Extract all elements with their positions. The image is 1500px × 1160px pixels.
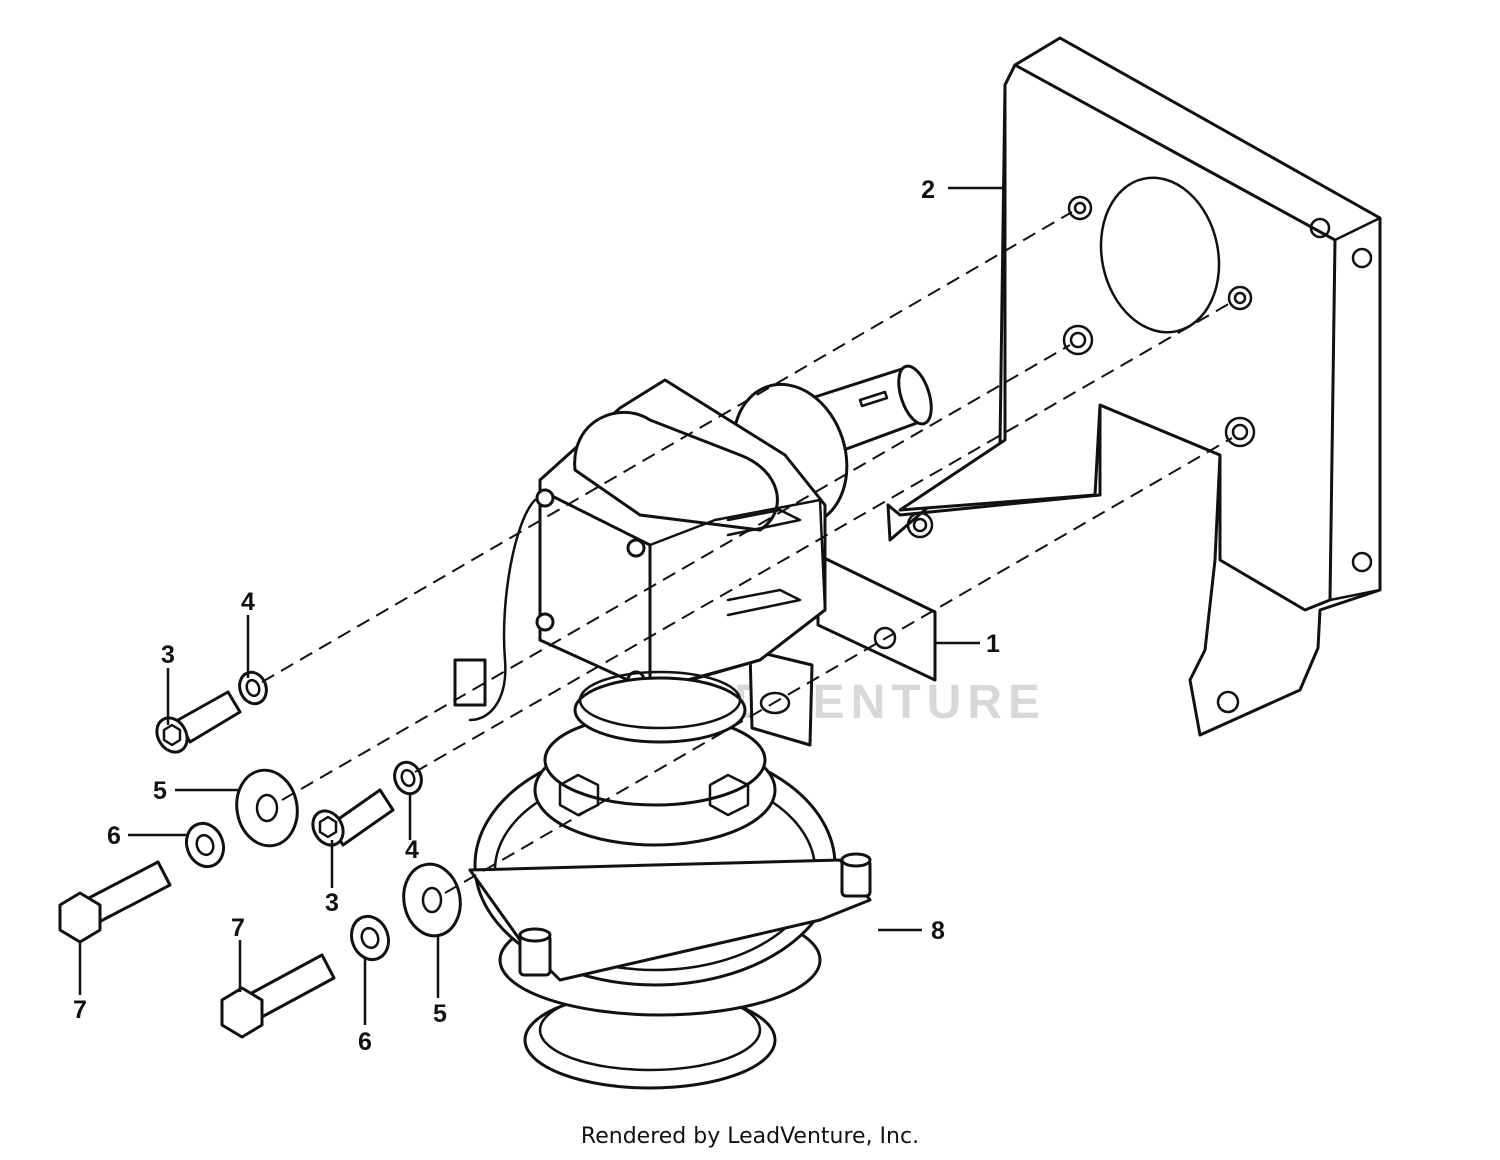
part-7-hex-bolt-lower[interactable] [220, 953, 336, 1039]
callout-5-upper: 5 [153, 777, 167, 805]
callout-1: 1 [986, 630, 1000, 658]
part-5-flat-washer-lower[interactable] [398, 860, 466, 941]
callout-6-upper: 6 [107, 822, 121, 850]
part-6-lock-washer-upper[interactable] [181, 818, 230, 872]
part-3-screw-upper[interactable] [151, 690, 242, 758]
callout-4-lower: 4 [405, 836, 419, 864]
callout-5-lower: 5 [433, 1000, 447, 1028]
callouts: 2 1 3 4 5 6 7 3 4 7 6 5 8 [73, 176, 1000, 1056]
part-1-gearbox[interactable] [453, 362, 938, 747]
part-7-hex-bolt-upper[interactable] [58, 860, 172, 944]
part-3-screw-lower[interactable] [307, 788, 395, 851]
callout-7-upper: 7 [73, 996, 87, 1024]
part-8-clutch-pulley[interactable] [468, 713, 872, 1090]
callout-7-lower: 7 [231, 914, 245, 942]
part-6-lock-washer-lower[interactable] [346, 911, 395, 965]
leader-lines [78, 186, 1005, 1025]
part-4-lock-washer-upper[interactable] [235, 669, 270, 708]
callout-8: 8 [931, 917, 945, 945]
callout-2: 2 [921, 176, 935, 204]
footer-credit: Rendered by LeadVenture, Inc. [580, 1124, 920, 1149]
part-5-flat-washer-upper[interactable] [231, 765, 303, 850]
callout-3-upper: 3 [161, 641, 175, 669]
callout-6-lower: 6 [358, 1028, 372, 1056]
callout-4-upper: 4 [241, 588, 255, 616]
assembly-lines [261, 211, 1233, 894]
part-4-lock-washer-lower[interactable] [390, 759, 425, 798]
part-2-mounting-bracket[interactable] [886, 36, 1382, 737]
callout-3-lower: 3 [325, 889, 339, 917]
